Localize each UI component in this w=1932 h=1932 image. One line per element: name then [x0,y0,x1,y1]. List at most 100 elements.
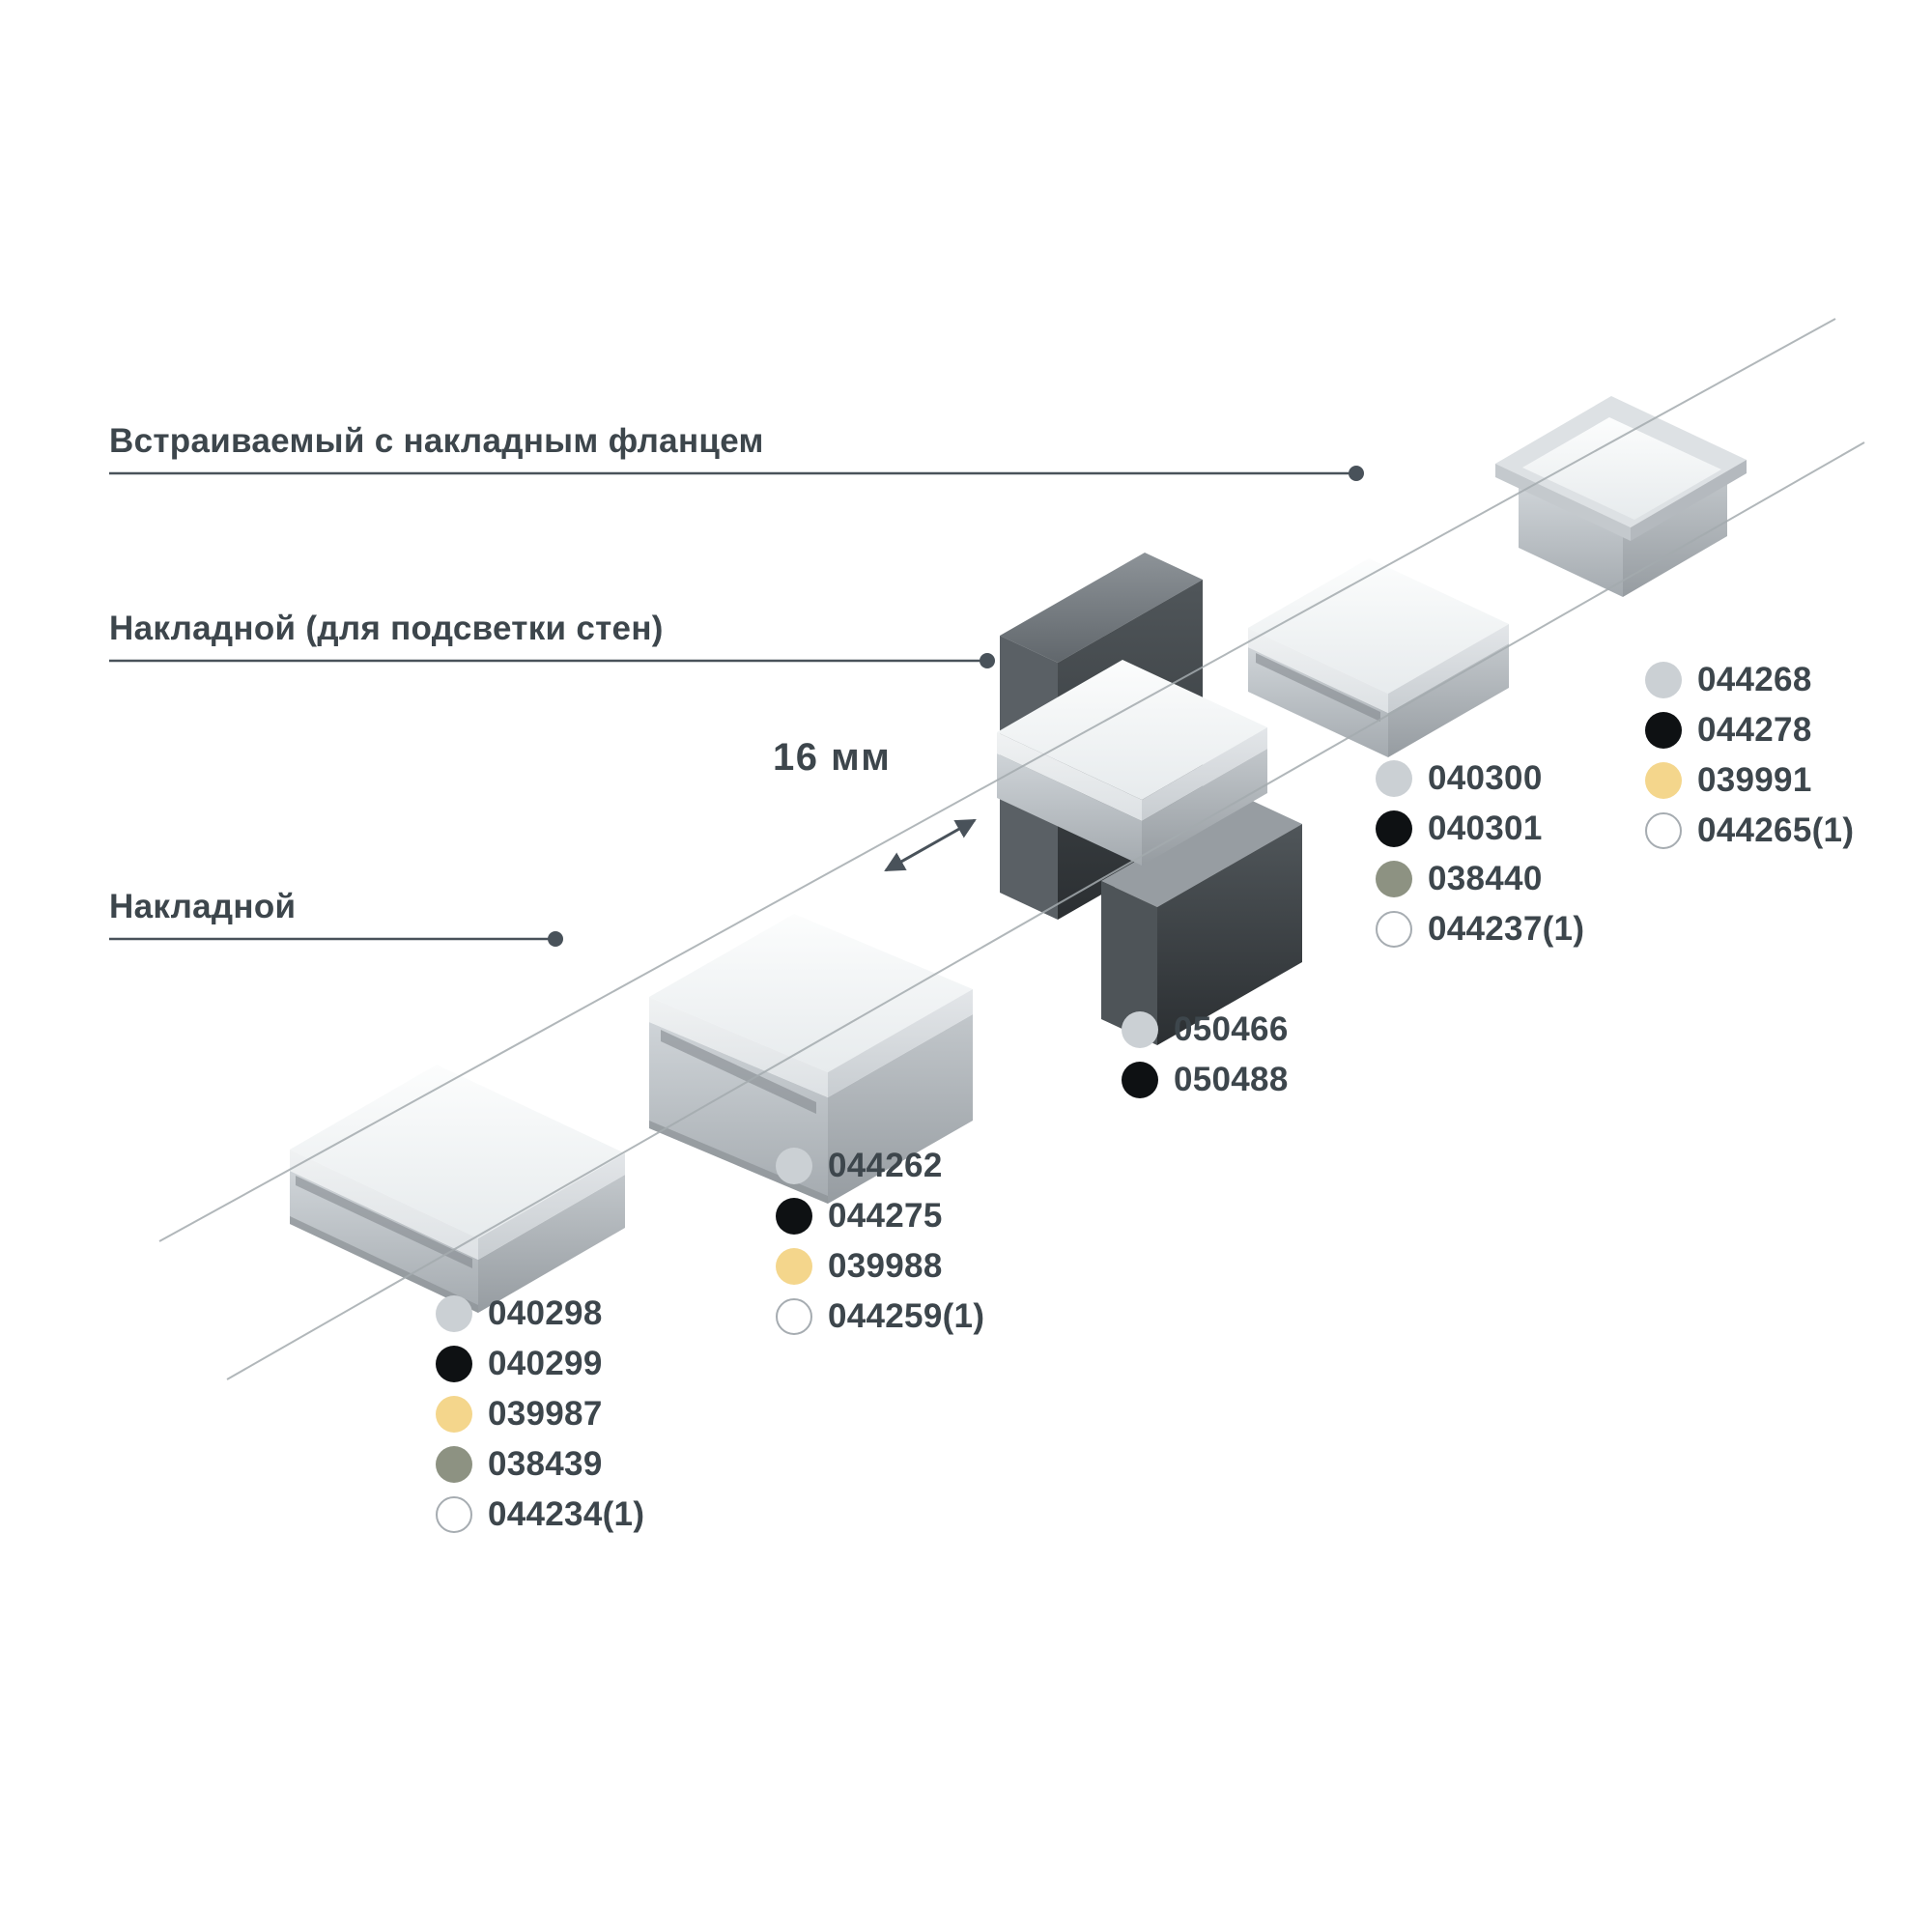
leader-dot-surface-wall [980,653,995,668]
color-dot [1376,810,1412,847]
profile-cover-top [649,914,973,1072]
product-code: 039988 [828,1247,943,1285]
color-dot [436,1446,472,1483]
code-list-surface-tall: 044262 044275 039988 044259(1) [776,1141,984,1342]
profile-recessed [1248,558,1509,757]
product-code: 044268 [1697,661,1812,698]
code-row: 044278 [1645,705,1854,755]
profile-body-end-face [997,753,1142,866]
color-dot [436,1396,472,1433]
profile-body-side-face [828,1014,973,1204]
product-code: 044234(1) [488,1495,645,1533]
code-list-wall-mount: 050466 050488 [1122,1005,1289,1105]
product-code: 040299 [488,1345,603,1382]
code-row: 044275 [776,1191,984,1241]
dimension-label: 16 мм [773,736,892,779]
code-row: 044259(1) [776,1292,984,1342]
code-row: 044234(1) [436,1490,644,1540]
profile-cavity-shadow [296,1176,472,1268]
product-code: 039987 [488,1395,603,1433]
product-code: 040300 [1428,759,1543,797]
profile-body-side-face [478,1175,625,1313]
profile-wall-mount [997,553,1302,1045]
profile-cavity-shadow [661,1030,816,1114]
label-recessed-flange: Встраиваемый с накладным фланцем [109,422,764,460]
code-row: 050488 [1122,1055,1289,1105]
color-dot [1122,1062,1158,1098]
color-dot [436,1346,472,1382]
code-row: 039988 [776,1241,984,1292]
code-row: 040298 [436,1289,644,1339]
profile-body-side-face [1142,749,1267,866]
profile-body-end-face [290,1171,478,1313]
profile-cover-top [997,660,1267,800]
code-list-recessed-flange: 044268 044278 039991 044265(1) [1645,655,1854,856]
color-dot [776,1198,812,1235]
profile-cover-top [1522,417,1721,520]
product-code: 044265(1) [1697,811,1855,849]
color-dot [776,1298,812,1335]
color-dot [776,1148,812,1184]
product-code: 044278 [1697,711,1812,749]
color-dot [1645,712,1682,749]
product-code: 038439 [488,1445,603,1483]
color-dot [1645,762,1682,799]
leader-dot-surface [548,931,563,947]
profile-cover-side-face [828,989,973,1097]
profile-cover-top [1248,558,1509,694]
code-row: 040300 [1376,753,1584,804]
product-code: 039991 [1697,761,1812,799]
profile-cover-side-face [478,1153,625,1260]
color-dot [436,1496,472,1533]
code-row: 050466 [1122,1005,1289,1055]
product-code: 044237(1) [1428,910,1585,948]
code-row: 040301 [1376,804,1584,854]
product-code: 038440 [1428,860,1543,897]
profile-body-end-face [1519,485,1623,597]
color-dot [1122,1011,1158,1048]
color-dot [1645,812,1682,849]
code-row: 044237(1) [1376,904,1584,954]
code-row: 044268 [1645,655,1854,705]
code-row: 044262 [776,1141,984,1191]
color-dot [436,1295,472,1332]
profile-foot-shadow [290,1216,478,1313]
color-dot [1376,911,1412,948]
profile-cover-side-face [1142,727,1267,821]
axis-line-lower [226,441,1865,1380]
label-surface-wall: Накладной (для подсветки стен) [109,610,664,647]
bracket-top-face [1000,553,1203,663]
code-row: 039987 [436,1389,644,1439]
code-list-recessed: 040300 040301 038440 044237(1) [1376,753,1584,954]
product-code: 044262 [828,1147,943,1184]
profile-cover-end-face [1248,628,1388,713]
product-code: 044275 [828,1197,943,1235]
profile-cover-end-face [649,997,828,1097]
leader-dot-recessed-flange [1349,466,1364,481]
dimension-arrow [884,818,977,872]
profile-cover-end-face [290,1150,478,1260]
code-row: 040299 [436,1339,644,1389]
color-dot [1376,861,1412,897]
profile-recessed-flange [1495,396,1747,597]
bracket-foot-front-face [1157,824,1302,1045]
flange-end-face [1495,464,1631,541]
product-code: 044259(1) [828,1297,985,1335]
profile-cover-end-face [997,732,1142,821]
profile-surface-tall [649,914,973,1204]
profile-foot-shadow [649,1121,828,1204]
product-code: 040301 [1428,810,1543,847]
code-list-surface-low: 040298 040299 039987 038439 044234(1) [436,1289,644,1540]
product-code: 040298 [488,1294,603,1332]
code-row: 038439 [436,1439,644,1490]
product-code: 050488 [1174,1061,1289,1098]
label-surface: Накладной [109,888,297,925]
axis-line-upper [158,318,1836,1242]
profile-cavity-shadow [1256,653,1380,722]
profile-body-side-face [1388,643,1509,757]
profile-cover-top [290,1065,625,1238]
profile-cover-side-face [1388,624,1509,713]
color-dot [1645,662,1682,698]
bracket-foot-top-face [1101,798,1302,907]
